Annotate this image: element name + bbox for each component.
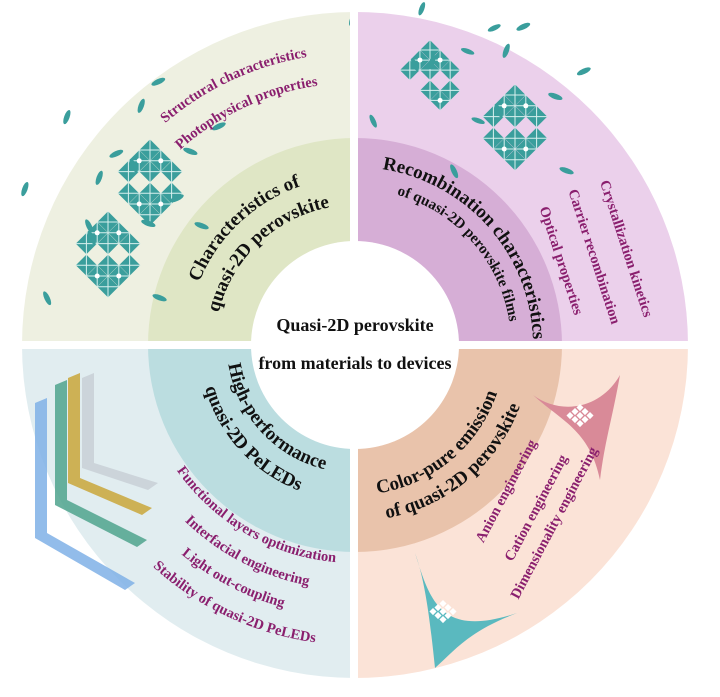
teal-peak-lattice-icon — [429, 600, 457, 624]
red-emission-peak — [533, 375, 620, 480]
teal-emission-peak — [415, 553, 520, 668]
red-peak-lattice-icon — [566, 404, 594, 428]
center-title-line2: from materials to devices — [258, 353, 451, 373]
peled-device-stack-icon — [35, 373, 158, 590]
center-circle-cover — [253, 243, 457, 447]
center-title-line1: Quasi-2D perovskite — [276, 315, 433, 335]
